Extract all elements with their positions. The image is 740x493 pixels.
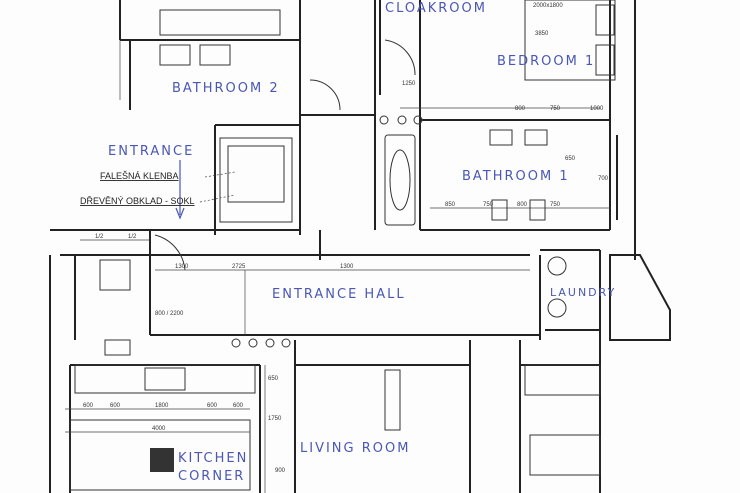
fixtures — [69, 0, 618, 491]
room-label-cloakroom: CLOAKROOM — [385, 1, 487, 16]
dim-bedroom-1: 1250 — [402, 81, 416, 87]
dim-kitchen-v2: 1750 — [268, 416, 282, 422]
dim-kitchen-3: 1800 — [155, 403, 169, 409]
dim-bath1-side-2: 650 — [565, 156, 576, 162]
dim-bath1-top-3: 1000 — [590, 106, 604, 112]
dim-kitchen-1: 600 — [83, 403, 94, 409]
dim-bath1-top-1: 800 — [515, 106, 526, 112]
room-label-entrance-hall: ENTRANCE HALL — [272, 287, 406, 302]
room-label-entrance: ENTRANCE — [108, 144, 194, 159]
dim-kitchen-2: 600 — [110, 403, 121, 409]
dim-kitchen-5: 600 — [233, 403, 244, 409]
dim-kitchen-4: 600 — [207, 403, 218, 409]
note-false-vault: FALEŠNÁ KLENBA — [100, 171, 179, 181]
dim-bed-size: 2000x1800 — [533, 3, 563, 9]
note-wood-cladding: DŘEVĚNÝ OBKLAD - SOKL — [80, 196, 195, 206]
dim-wc-1: 1/2 — [95, 234, 104, 240]
room-label-kitchen: KITCHEN — [178, 451, 248, 466]
dim-bath1-bottom-4: 750 — [550, 202, 561, 208]
room-label-bedroom-1: BEDROOM 1 — [497, 54, 595, 69]
walls — [49, 0, 671, 493]
dim-bath1-side-1: 700 — [598, 176, 609, 182]
dim-wc-2: 1/2 — [128, 234, 137, 240]
dim-bedroom-2: 3850 — [535, 31, 549, 37]
entrance-arrow-icon — [175, 160, 185, 220]
dim-hall-2: 2725 — [232, 264, 246, 270]
room-label-bathroom-2: BATHROOM 2 — [172, 81, 280, 96]
dim-kitchen-v3: 900 — [275, 468, 286, 474]
dim-hall-3: 1300 — [340, 264, 354, 270]
dimension-lines — [65, 40, 610, 493]
dim-bath1-bottom-3: 800 — [517, 202, 528, 208]
dim-bath1-bottom-1: 850 — [445, 202, 456, 208]
room-label-corner: CORNER — [178, 469, 245, 484]
dim-kitchen-v1: 650 — [268, 376, 279, 382]
room-label-laundry: LAUNDRY — [550, 286, 616, 299]
dim-kitchen-total: 4000 — [152, 426, 166, 432]
dim-hall-1: 1300 — [175, 264, 189, 270]
dim-bath1-top-2: 750 — [550, 106, 561, 112]
dim-bath1-bottom-2: 750 — [483, 202, 494, 208]
dim-door: 800 / 2200 — [155, 311, 184, 317]
room-label-bathroom-1: BATHROOM 1 — [462, 169, 570, 184]
room-label-living-room: LIVING ROOM — [300, 441, 410, 456]
